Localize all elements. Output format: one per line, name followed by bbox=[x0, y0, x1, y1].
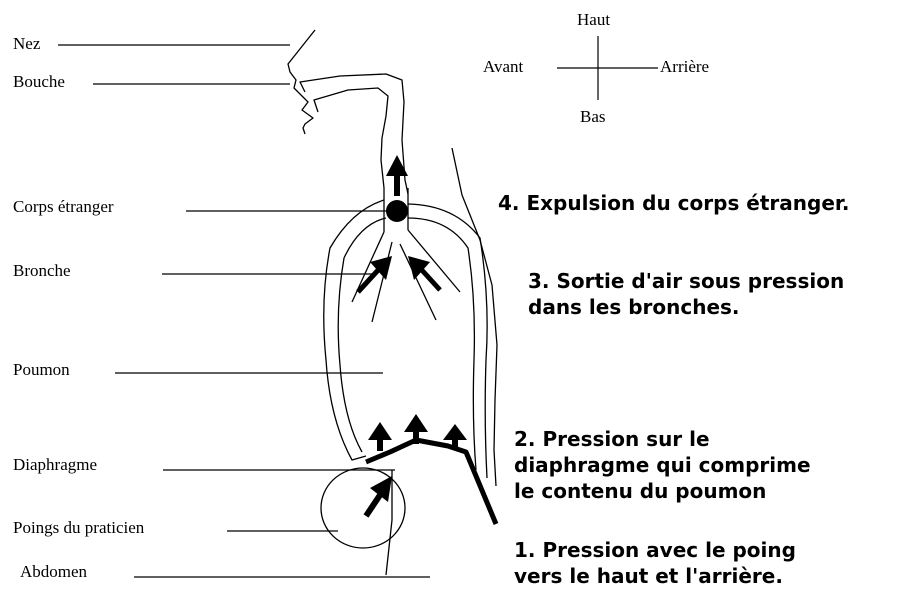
step-1-caption: 1. Pression avec le poing vers le haut e… bbox=[514, 537, 796, 589]
step-1-line-1: 1. Pression avec le poing bbox=[514, 537, 796, 563]
label-poings-du-praticien: Poings du praticien bbox=[13, 518, 144, 538]
label-nez: Nez bbox=[13, 34, 40, 54]
step-1-line-2: vers le haut et l'arrière. bbox=[514, 563, 796, 589]
label-diaphragme: Diaphragme bbox=[13, 455, 97, 475]
trachea-up-arrow bbox=[386, 155, 408, 196]
step-2-line-1: 2. Pression sur le bbox=[514, 426, 811, 452]
bronchus-arrow-right bbox=[408, 256, 440, 290]
compass-label-top: Haut bbox=[577, 10, 610, 30]
step-2-line-3: le contenu du poumon bbox=[514, 478, 811, 504]
lung-inner-left bbox=[338, 218, 386, 452]
lung-outer-left bbox=[324, 200, 384, 460]
compass-label-bottom: Bas bbox=[580, 107, 606, 127]
label-bouche: Bouche bbox=[13, 72, 65, 92]
diaphragm-arrow-1 bbox=[368, 422, 392, 451]
step-2-caption: 2. Pression sur le diaphragme qui compri… bbox=[514, 426, 811, 504]
bronchus-left-inner bbox=[372, 242, 392, 322]
pressure-arrows bbox=[358, 155, 467, 516]
label-bronche: Bronche bbox=[13, 261, 71, 281]
body-outline bbox=[288, 30, 497, 575]
compass-label-right: Arrière bbox=[660, 57, 709, 77]
label-poumon: Poumon bbox=[13, 360, 70, 380]
foreign-body-dot bbox=[386, 200, 408, 222]
fist-push-arrow bbox=[366, 476, 392, 516]
label-abdomen: Abdomen bbox=[20, 562, 87, 582]
step-2-line-2: diaphragme qui comprime bbox=[514, 452, 811, 478]
step-3-line-1: 3. Sortie d'air sous pression bbox=[528, 268, 844, 294]
step-4-caption: 4. Expulsion du corps étranger. bbox=[498, 190, 850, 216]
orientation-compass bbox=[557, 36, 658, 100]
step-4-line-1: 4. Expulsion du corps étranger. bbox=[498, 190, 850, 216]
oral-cavity-inner bbox=[314, 88, 388, 188]
step-3-caption: 3. Sortie d'air sous pression dans les b… bbox=[528, 268, 844, 320]
label-corps-etranger: Corps étranger bbox=[13, 197, 114, 217]
step-3-line-2: dans les bronches. bbox=[528, 294, 844, 320]
compass-label-left: Avant bbox=[483, 57, 523, 77]
